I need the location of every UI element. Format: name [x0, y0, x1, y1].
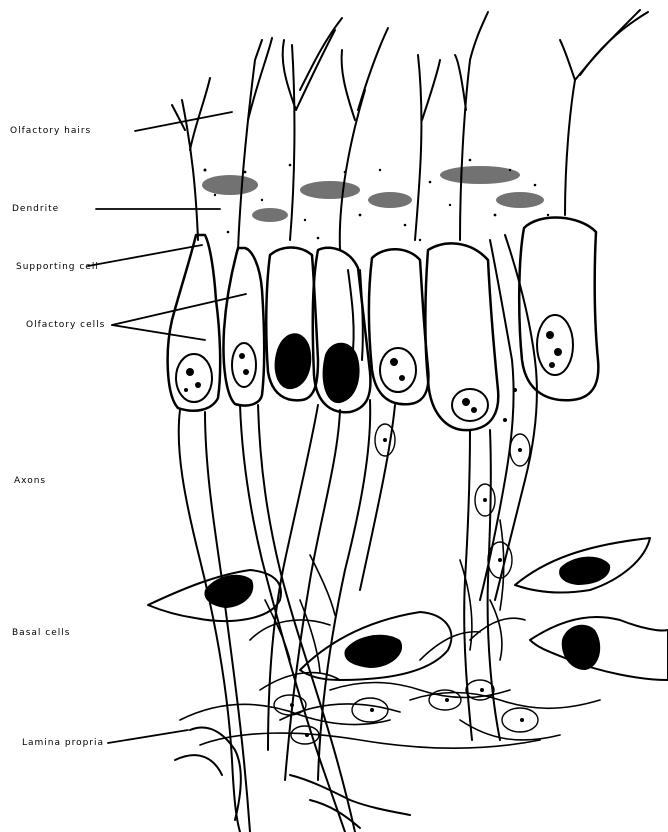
- mucus-layer: [202, 166, 544, 222]
- label-olfactory-hairs: Olfactory hairs: [10, 126, 91, 136]
- label-axons: Axons: [14, 476, 46, 486]
- supporting-strands: [348, 235, 537, 600]
- label-lamina-propria: Lamina propria: [22, 738, 104, 748]
- lamina-propria-mesh: [180, 520, 600, 748]
- cell-2: [223, 248, 264, 406]
- leader-supporting-cell: [88, 245, 202, 266]
- label-olfactory-cells: Olfactory cells: [26, 320, 105, 330]
- cell-5: [369, 249, 428, 404]
- leader-lamina-propria: [108, 730, 188, 743]
- olfactory-cells: [168, 217, 599, 430]
- leader-olfactory-cells-b: [112, 325, 205, 340]
- olfactory-hairs: [172, 10, 648, 250]
- leader-lines: [88, 112, 246, 743]
- cell-7: [519, 217, 598, 400]
- label-basal-cells: Basal cells: [12, 628, 70, 638]
- label-supporting-cell: Supporting cell: [16, 262, 99, 272]
- label-dendrite: Dendrite: [12, 204, 59, 214]
- axons: [179, 400, 500, 832]
